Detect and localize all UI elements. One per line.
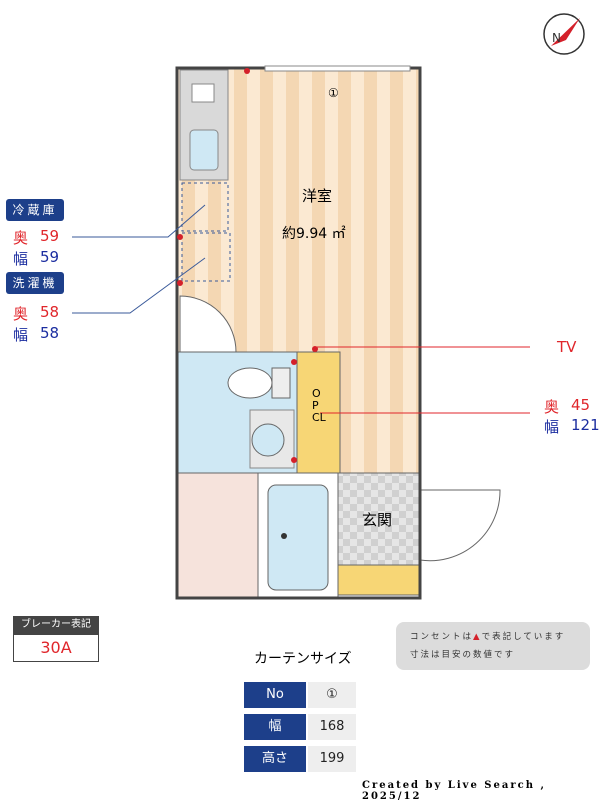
entrance-label: 玄関 <box>362 511 393 529</box>
entrance-area <box>337 472 421 566</box>
tv-width-label: 幅 <box>544 418 560 436</box>
curtain-value-no: ① <box>308 682 356 708</box>
legend-note: コンセントは▲で表記しています寸法は目安の数値です <box>396 622 590 670</box>
tv-label: TV <box>557 338 577 356</box>
curtain-value-width: 168 <box>308 714 356 740</box>
curtain-header-no: No <box>244 682 306 708</box>
fridge-width: 59 <box>40 248 60 266</box>
note-dimensions: 寸法は目安の数値です <box>410 650 516 660</box>
washroom <box>177 472 259 599</box>
tv-width: 121 <box>571 416 600 434</box>
washer-width: 58 <box>40 324 60 342</box>
room-number: ① <box>328 86 339 100</box>
fridge-width-label: 幅 <box>13 250 29 268</box>
breaker-value: 30A <box>13 634 99 662</box>
fridge-space <box>181 182 229 232</box>
curtain-title: カーテンサイズ <box>254 651 352 667</box>
room-name: 洋室 <box>302 187 333 205</box>
fridge-depth-label: 奥 <box>13 229 29 247</box>
tv-depth: 45 <box>571 396 591 414</box>
compass-icon: N <box>543 13 585 55</box>
breaker-title: ブレーカー表記 <box>13 616 99 634</box>
room-area: 約9.94 ㎡ <box>282 226 346 242</box>
outlet-icon: ▲ <box>473 632 482 642</box>
fridge-depth: 59 <box>40 227 60 245</box>
tv-depth-label: 奥 <box>544 398 560 416</box>
compass-label: N <box>552 31 561 45</box>
washer-tag: 洗濯機 <box>6 272 64 294</box>
closet-label: OPCL <box>312 387 326 424</box>
fridge-tag: 冷蔵庫 <box>6 199 64 221</box>
curtain-value-height: 199 <box>308 746 356 772</box>
shoe-box <box>337 564 421 596</box>
curtain-header-height: 高さ <box>244 746 306 772</box>
curtain-header-width: 幅 <box>244 714 306 740</box>
washer-depth-label: 奥 <box>13 305 29 323</box>
washer-width-label: 幅 <box>13 326 29 344</box>
washer-depth: 58 <box>40 303 60 321</box>
note-outlet-prefix: コンセントは <box>410 632 474 642</box>
note-outlet-suffix: で表記しています <box>481 632 566 642</box>
credit: Created by Live Search , 2025/12 <box>362 780 546 802</box>
washer-space <box>181 232 231 282</box>
